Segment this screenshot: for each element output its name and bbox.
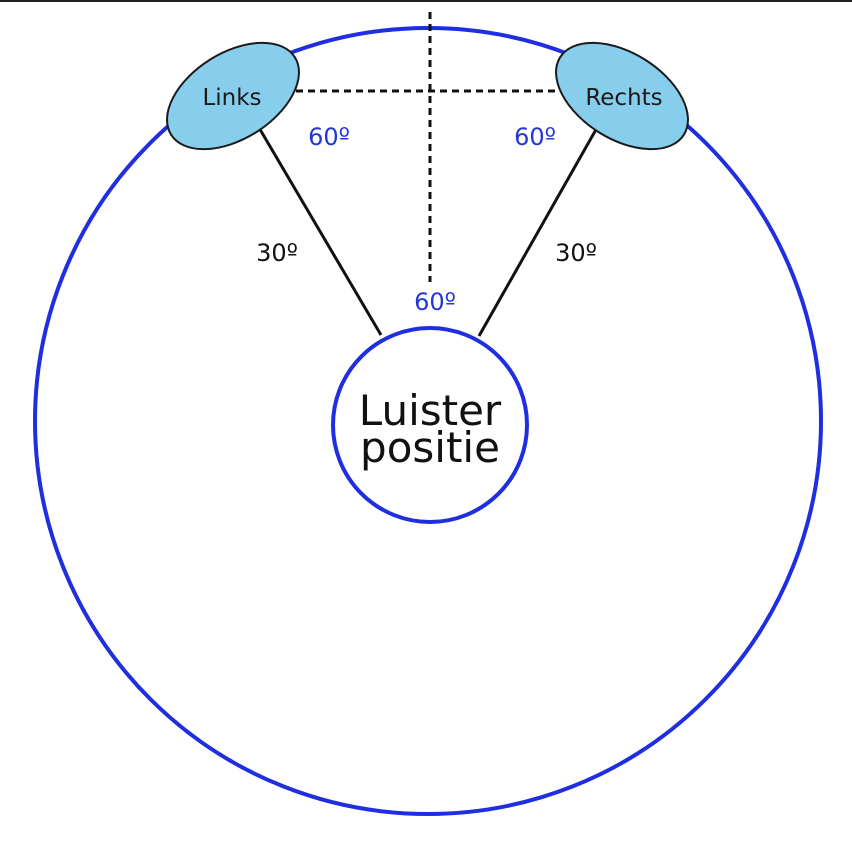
left-outer-angle-label: 30º: [256, 239, 298, 267]
left-speaker: Links: [166, 41, 300, 151]
listening-position-circle: [331, 326, 529, 524]
right-speaker-line: [477, 125, 600, 337]
right-inner-angle-label: 60º: [514, 123, 556, 151]
listening-position-label-line1: Luister: [359, 386, 502, 435]
listening-position-label-line2: positie: [360, 423, 500, 472]
outer-room-circle: [33, 26, 823, 816]
right-speaker-shape: [555, 41, 689, 151]
left-speaker-label: Links: [202, 85, 261, 111]
listening-position: Luister positie: [331, 326, 529, 524]
left-inner-angle-label: 60º: [308, 123, 350, 151]
center-angle-label: 60º: [414, 288, 456, 316]
right-speaker-label: Rechts: [585, 85, 662, 111]
left-speaker-line: [256, 125, 383, 336]
right-outer-angle-label: 30º: [555, 239, 597, 267]
left-speaker-shape: [166, 41, 300, 151]
right-speaker: Rechts: [555, 41, 689, 151]
